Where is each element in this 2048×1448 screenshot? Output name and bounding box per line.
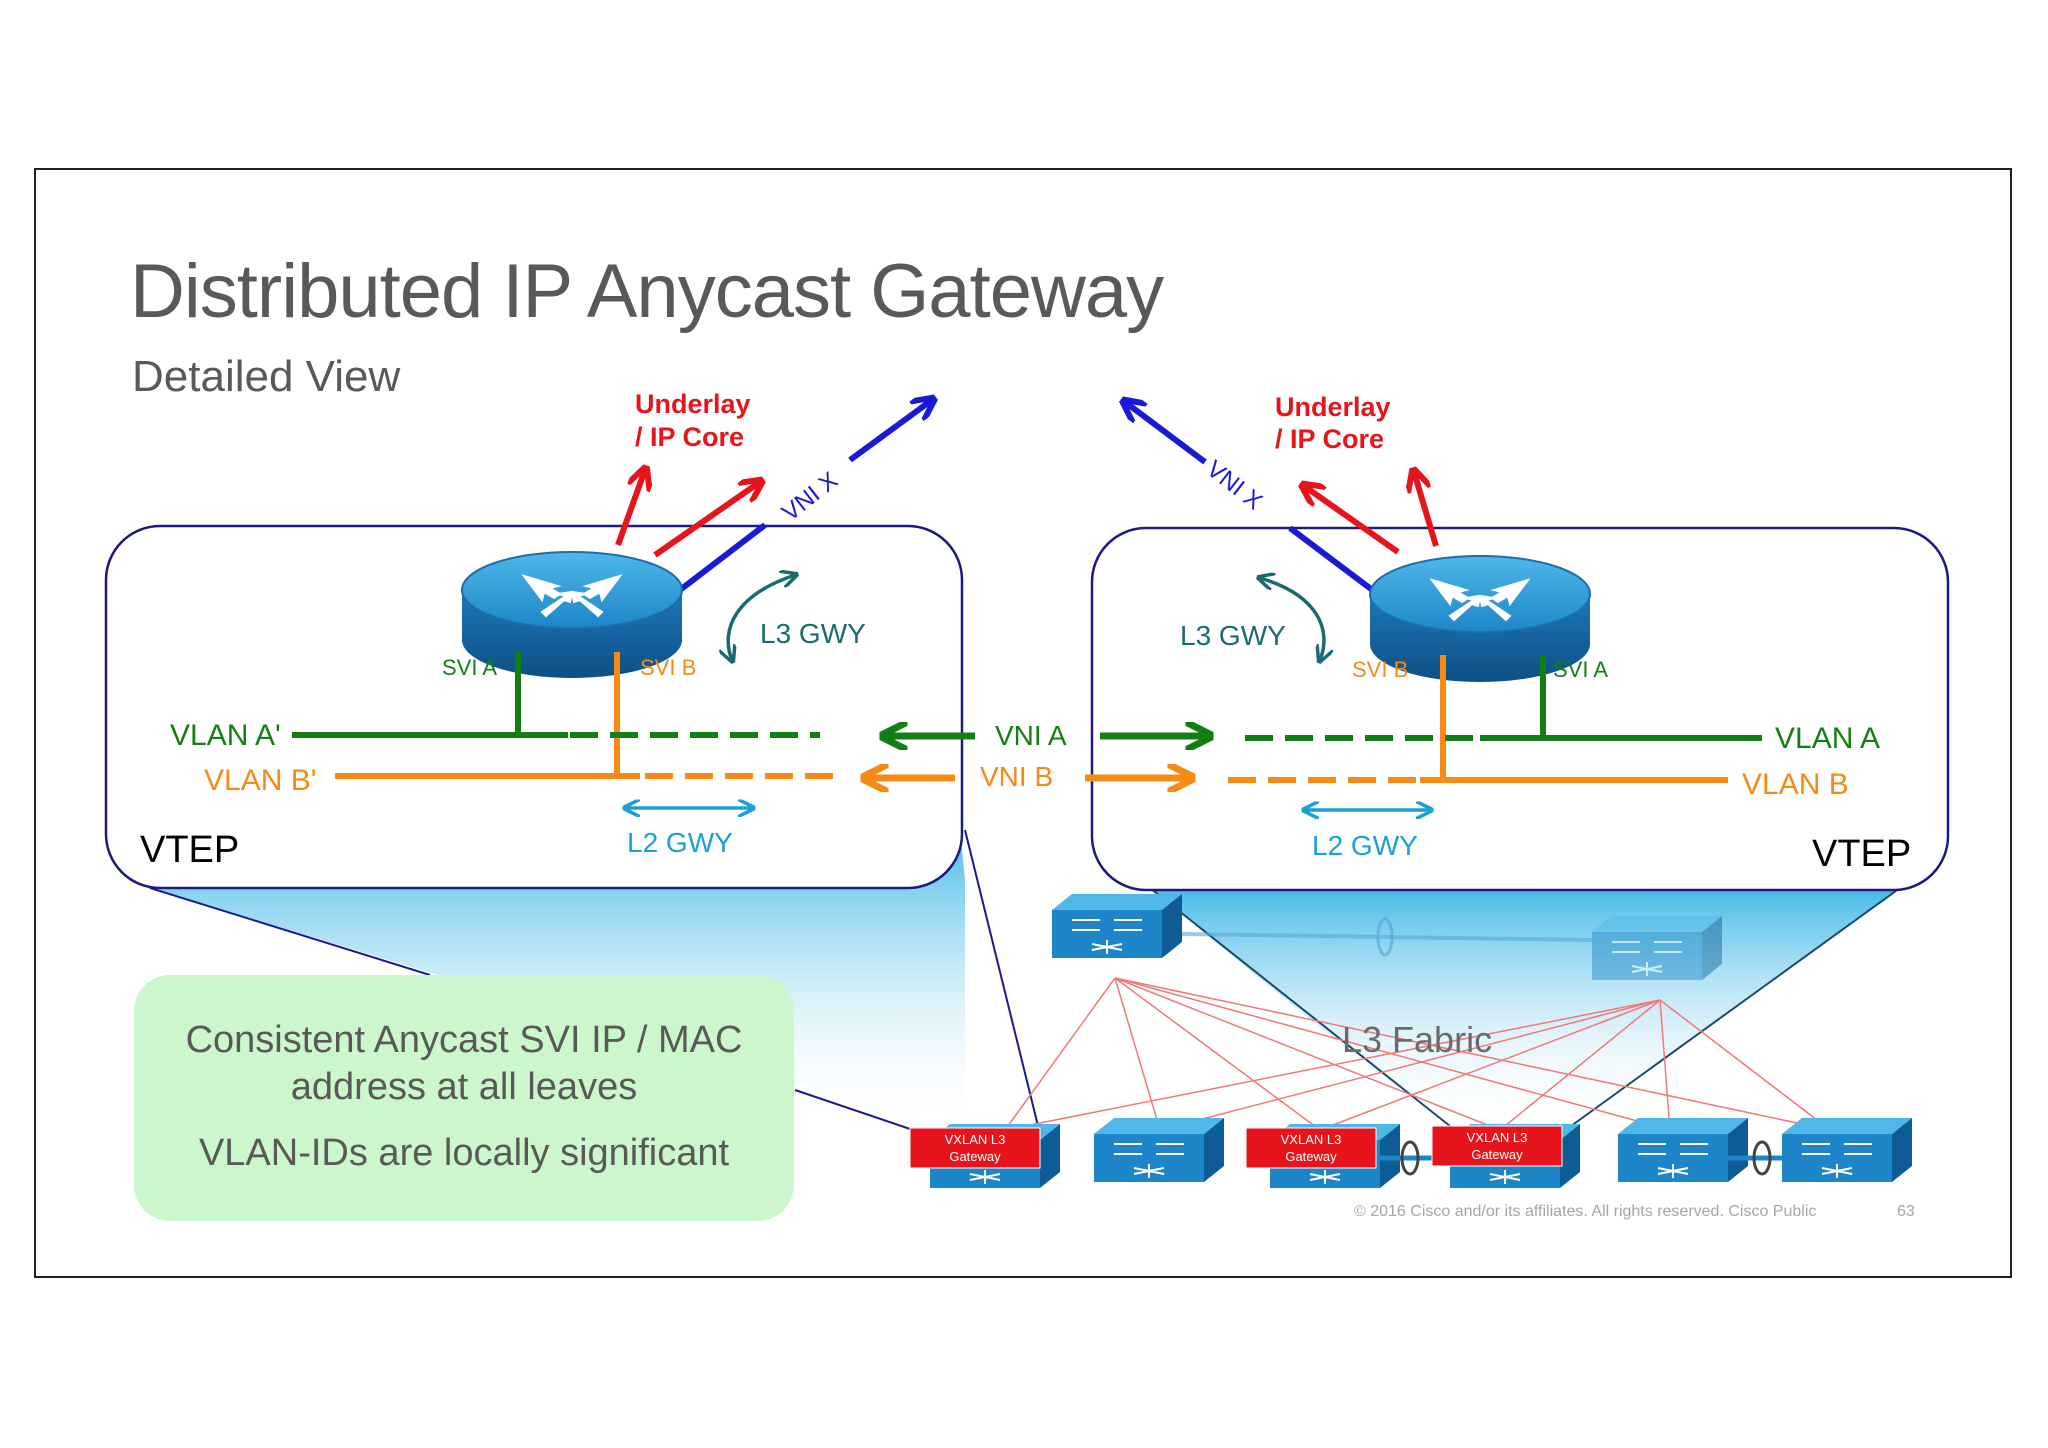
svg-text:Gateway: Gateway [1471, 1147, 1523, 1162]
vxlan-gateway-badge-1: VXLAN L3 Gateway [909, 1127, 1041, 1169]
left-vlan-b-label: VLAN B' [204, 764, 316, 797]
right-underlay-label-2: / IP Core [1275, 424, 1384, 454]
left-vni-x-line [678, 522, 767, 593]
vni-a-label: VNI A [995, 720, 1067, 751]
page-title: Distributed IP Anycast Gateway [130, 249, 1164, 334]
right-vni-x-line [1288, 525, 1377, 595]
l3-fabric-label: L3 Fabric [1342, 1019, 1492, 1060]
left-l3-gwy-label: L3 GWY [760, 618, 866, 649]
right-underlay-label-1: Underlay [1275, 392, 1391, 422]
left-underlay-arrow-1 [615, 470, 645, 547]
vxlan-gateway-badge-3: VXLAN L3 Gateway [1431, 1125, 1563, 1167]
page-subtitle: Detailed View [132, 352, 401, 401]
right-vni-x-label: VNI X [1201, 455, 1267, 515]
left-underlay-label-1: Underlay [635, 389, 751, 419]
svg-text:Gateway: Gateway [949, 1149, 1001, 1164]
left-underlay-label-2: / IP Core [635, 422, 744, 452]
right-l3-gwy-label: L3 GWY [1180, 620, 1286, 651]
left-vlan-a-label: VLAN A' [170, 719, 281, 752]
left-vni-x-arrow [848, 400, 932, 463]
callout-line-3: VLAN-IDs are locally significant [198, 1132, 730, 1174]
right-vni-x-arrow [1125, 402, 1207, 465]
leaf-switch-2 [1093, 1117, 1225, 1183]
left-l3-gwy-arrow [728, 575, 795, 660]
callout-box: Consistent Anycast SVI IP / MAC address … [134, 975, 794, 1221]
spine-switch-2 [1591, 915, 1723, 981]
right-underlay-arrow-1 [1304, 486, 1400, 555]
middle-vni-arrows: VNI A VNI B [866, 720, 1208, 792]
right-vlan-a-label: VLAN A [1775, 722, 1880, 755]
callout-line-2: address at all leaves [290, 1066, 638, 1108]
vni-b-label: VNI B [980, 761, 1053, 792]
right-l3-gwy-arrow [1260, 578, 1324, 660]
right-vlan-b-label: VLAN B [1742, 768, 1849, 801]
leaf-switch-5 [1617, 1117, 1749, 1183]
copyright-footer: © 2016 Cisco and/or its affiliates. All … [1354, 1203, 1817, 1220]
left-vtep-label: VTEP [140, 829, 239, 871]
spine-switch-1 [1051, 893, 1183, 959]
callout-line-1: Consistent Anycast SVI IP / MAC [185, 1019, 743, 1061]
svg-text:VXLAN L3: VXLAN L3 [1467, 1130, 1528, 1145]
svg-text:Gateway: Gateway [1285, 1149, 1337, 1164]
svg-text:VXLAN L3: VXLAN L3 [945, 1132, 1006, 1147]
page-number: 63 [1897, 1203, 1915, 1220]
vpc-link-icon [1752, 1140, 1772, 1176]
right-l2-gwy-label: L2 GWY [1312, 830, 1418, 861]
left-l2-gwy-label: L2 GWY [627, 827, 733, 858]
right-underlay-arrow-2 [1414, 472, 1439, 547]
vxlan-gateway-badge-2: VXLAN L3 Gateway [1245, 1127, 1377, 1169]
fabric-links [1004, 977, 1831, 1131]
right-svi-b-label: SVI B [1352, 657, 1408, 682]
leaf-switch-6 [1781, 1117, 1913, 1183]
svg-text:VXLAN L3: VXLAN L3 [1281, 1132, 1342, 1147]
left-svi-b-label: SVI B [640, 655, 696, 680]
right-svi-a-label: SVI A [1553, 657, 1608, 682]
vpc-link-icon [1400, 1140, 1420, 1176]
left-svi-a-label: SVI A [442, 655, 497, 680]
left-underlay-arrow-2 [653, 482, 760, 558]
right-vtep-label: VTEP [1812, 833, 1911, 875]
left-vni-x-label: VNI X [777, 467, 843, 527]
